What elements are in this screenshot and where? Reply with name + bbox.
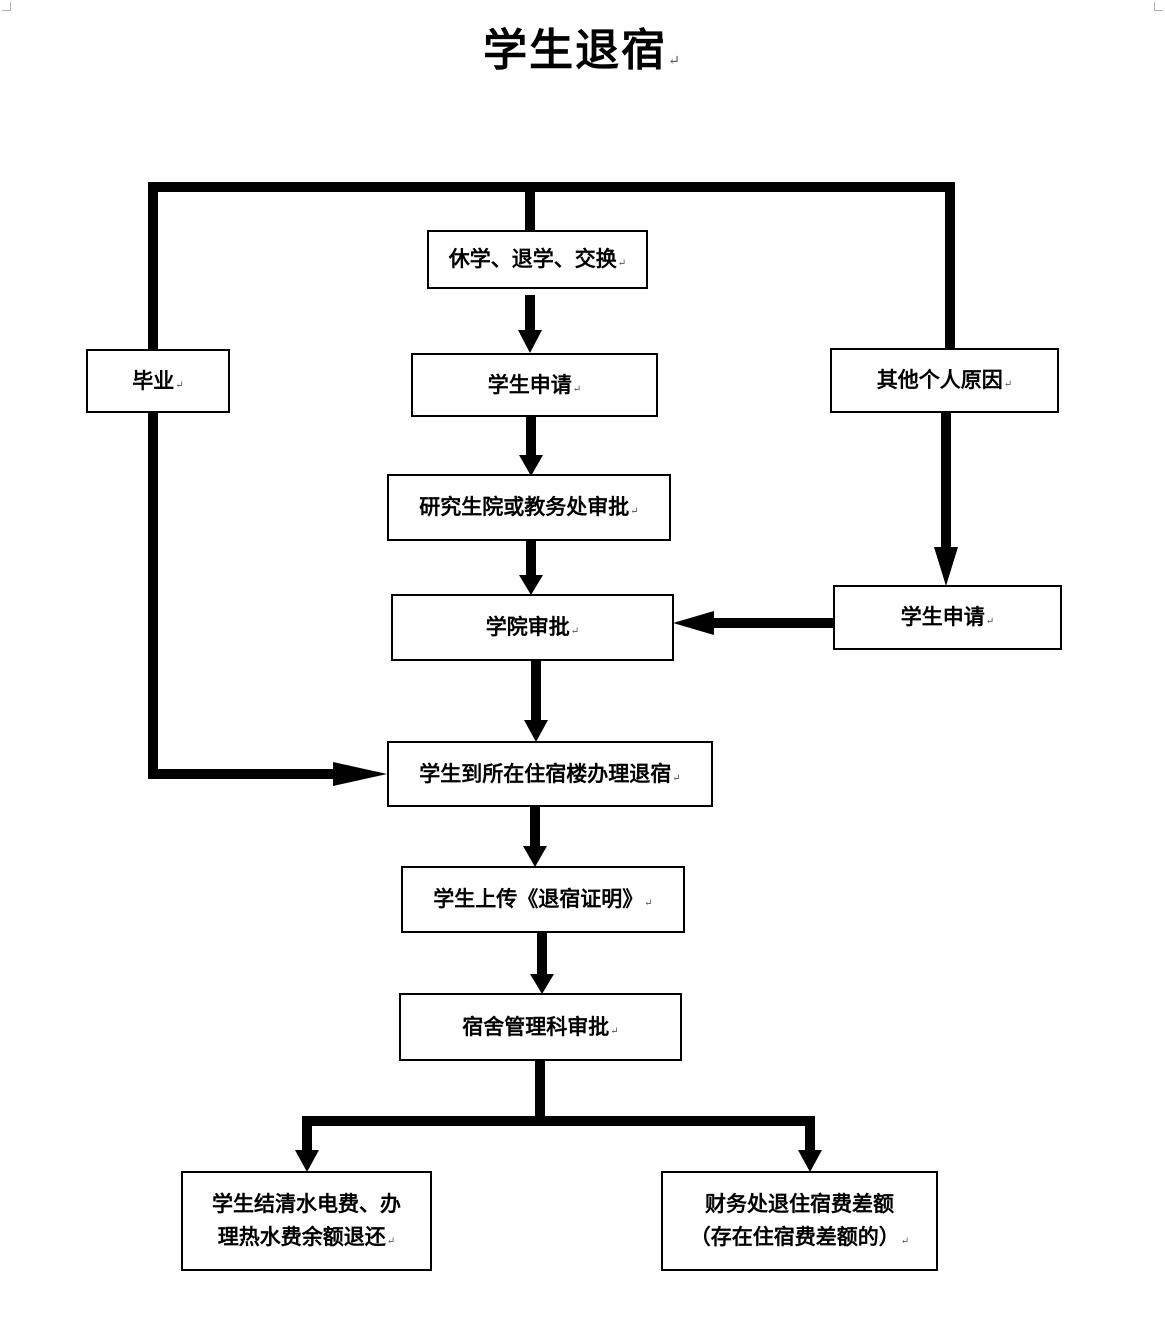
arrowhead-to-refund [798, 1150, 822, 1172]
node-graduate: 毕业↵ [86, 349, 230, 413]
node-grad-office: 研究生院或教务处审批↵ [387, 474, 671, 541]
refund-line-1: 财务处退住宿费差额 [704, 1191, 894, 1217]
settle-line-2: 理热水费余额退还↵ [217, 1224, 396, 1249]
connector-top-frame [148, 182, 955, 355]
arrowhead-to-apply-center [518, 330, 542, 353]
node-other-reason: 其他个人原因↵ [830, 348, 1059, 413]
connector-graduate-to-checkout [148, 408, 343, 779]
arrowhead-to-mgmt [530, 974, 554, 994]
node-college: 学院审批↵ [391, 594, 674, 661]
node-settle-bills: 学生结清水电费、办 理热水费余额退还↵ [181, 1171, 432, 1271]
arrowhead-to-settle [295, 1150, 319, 1172]
node-dorm-checkout: 学生到所在住宿楼办理退宿↵ [387, 741, 713, 807]
node-transfer: 休学、退学、交换↵ [427, 230, 648, 289]
settle-line-1: 学生结清水电费、办 [212, 1191, 401, 1217]
node-upload-cert: 学生上传《退宿证明》↵ [401, 866, 685, 933]
arrowhead-to-college-left [673, 611, 714, 635]
arrowhead-to-grad-office [519, 455, 543, 476]
arrowhead-graduate-to-checkout [333, 762, 387, 786]
node-apply-center: 学生申请↵ [411, 353, 658, 417]
page-corner-top-right [1154, 2, 1163, 11]
node-apply-right: 学生申请↵ [833, 585, 1062, 650]
arrowhead-to-apply-right [934, 547, 958, 586]
node-refund-difference: 财务处退住宿费差额 （存在住宿费差额的）↵ [661, 1171, 938, 1271]
page-title: 学生退宿↵ [483, 25, 682, 76]
arrowhead-to-upload [523, 846, 547, 867]
page-corner-top-left [2, 2, 11, 11]
node-dorm-mgmt: 宿舍管理科审批↵ [399, 993, 682, 1061]
arrowhead-to-college [519, 575, 543, 595]
arrowhead-to-checkout [524, 720, 548, 742]
refund-line-2: （存在住宿费差额的）↵ [689, 1224, 910, 1249]
